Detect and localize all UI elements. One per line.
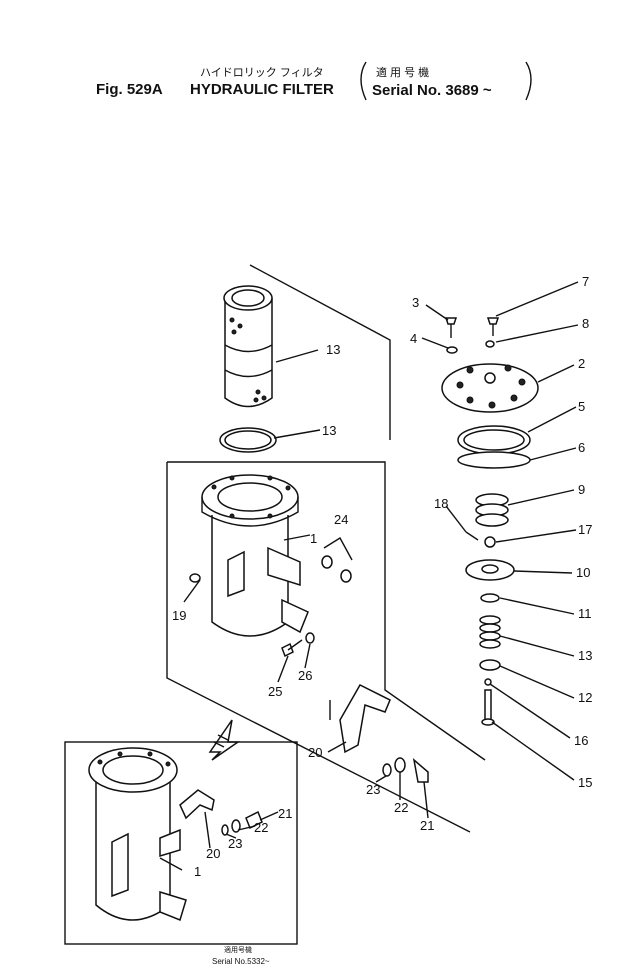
group-line-left (166, 462, 471, 833)
serial-japanese: 適 用 号 機 (376, 65, 429, 79)
bolt-15 (481, 689, 495, 726)
callout-7: 7 (582, 274, 589, 289)
serial-range: Serial No. 3689 ~ (372, 82, 492, 99)
callout-8: 8 (582, 316, 589, 331)
callout-21: 21 (420, 818, 434, 833)
figure-number: Fig. 529A (96, 81, 163, 98)
callout-23: 23 (366, 782, 380, 797)
callout-22-inset: 22 (254, 820, 268, 835)
bolt-3 (444, 317, 458, 338)
callout-4: 4 (410, 331, 417, 346)
o-ring-10 (219, 427, 277, 453)
washer-23 (382, 763, 392, 777)
callout-25: 25 (268, 684, 282, 699)
nut-16 (484, 678, 492, 686)
bolt-7 (486, 317, 500, 336)
spring-14 (479, 615, 501, 649)
callout-22: 22 (394, 800, 408, 815)
callout-15: 15 (578, 775, 592, 790)
group-line-mid (167, 461, 486, 761)
callout-19: 19 (172, 608, 186, 623)
cover-2 (441, 363, 539, 413)
valve-12 (465, 559, 515, 581)
callout-16: 16 (574, 733, 588, 748)
callout-23-inset: 23 (228, 836, 242, 851)
callout-9: 13 (326, 342, 340, 357)
washer-17 (484, 536, 496, 548)
bolt-25 (281, 639, 303, 658)
callout-10: 13 (322, 423, 336, 438)
filter-element (223, 285, 273, 408)
callout-2: 2 (578, 356, 585, 371)
callout-21-inset: 21 (278, 806, 292, 821)
washer-8 (485, 340, 495, 348)
bracket-20-variant (179, 789, 215, 820)
washer-22 (394, 757, 406, 773)
inset-frame (64, 741, 298, 945)
callout-26: 26 (298, 668, 312, 683)
figure-title: HYDRAULIC FILTER (190, 81, 334, 98)
bolt-21 (412, 758, 429, 783)
footnote-serial: Serial No.5332~ (212, 957, 270, 966)
callout-20-inset: 20 (206, 846, 220, 861)
bracket-right (525, 61, 532, 101)
callout-17: 17 (578, 522, 592, 537)
bolt-21-variant (245, 810, 263, 830)
callout-18: 18 (434, 496, 448, 511)
o-rings-24 (321, 537, 353, 583)
callout-3: 3 (412, 295, 419, 310)
callout-1-inset: 1 (194, 864, 201, 879)
callout-12: 10 (576, 565, 590, 580)
callout-13-upper: 11 (578, 606, 592, 621)
callout-1: 1 (310, 531, 317, 546)
filter-case (201, 474, 309, 637)
part-19 (189, 573, 201, 583)
bracket-left (360, 61, 367, 101)
footnote-japanese: 適用号機 (224, 945, 252, 954)
o-ring-6 (457, 451, 531, 469)
callout-11: 9 (578, 482, 585, 497)
washer-23-variant (221, 824, 229, 836)
washer-22-variant (231, 819, 241, 833)
callout-20: 20 (308, 745, 322, 760)
pin-18 (465, 531, 479, 541)
washer-26 (305, 632, 315, 644)
washer-13-upper (480, 593, 500, 603)
callout-24: 24 (334, 512, 348, 527)
bracket-20 (339, 684, 391, 754)
gasket-5 (457, 425, 531, 455)
group-line-top (249, 264, 391, 440)
leader-lines (159, 281, 579, 871)
callout-6: 6 (578, 440, 585, 455)
washer-4 (446, 346, 458, 354)
callout-14: 13 (578, 648, 592, 663)
callout-5: 5 (578, 399, 585, 414)
title-japanese: ハイドロリック フィルタ (200, 66, 324, 79)
washer-13-lower (479, 659, 501, 671)
inset-arrow-icon (208, 719, 241, 761)
spring-11 (475, 493, 509, 527)
callout-13-lower: 12 (578, 690, 592, 705)
filter-case-variant (88, 747, 187, 922)
callout-labels: 13 13 1 24 19 25 26 20 23 22 21 3 4 7 8 … (172, 274, 592, 879)
